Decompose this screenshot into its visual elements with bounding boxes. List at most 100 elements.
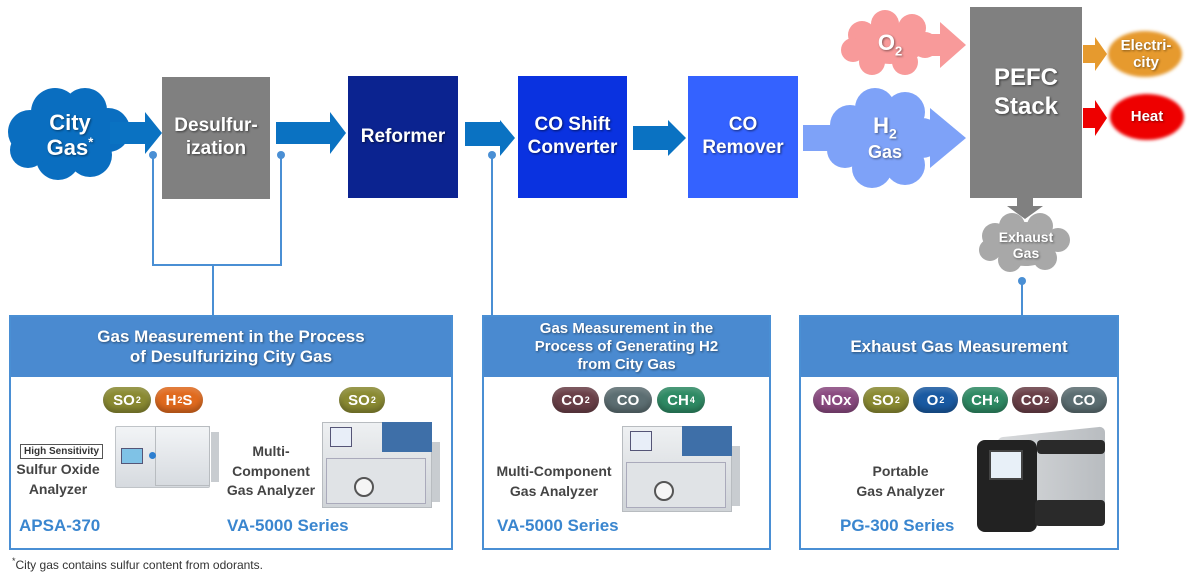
footnote-mark: * [12, 556, 16, 566]
pefc-line2: Stack [993, 92, 1059, 120]
pefc-stack-block: PEFC Stack [970, 7, 1082, 198]
panel-title-line1: Gas Measurement in the [539, 320, 714, 337]
badge-text: NOx [820, 391, 852, 409]
apsa-description: Sulfur Oxide Analyzer [12, 460, 104, 499]
high-sensitivity-tag: High Sensitivity [20, 444, 104, 459]
badge-sub: 2 [1044, 395, 1050, 405]
model-va-5000-series[interactable]: VA-5000 Series [497, 516, 619, 535]
badge-sub: 4 [993, 395, 999, 405]
heat-flow-arrow [1083, 100, 1107, 136]
badge-sub: 2 [135, 395, 141, 405]
panel-title-line3: from City Gas [577, 356, 676, 373]
badge-text: CH [667, 391, 689, 409]
badge-text: CO [1020, 391, 1044, 409]
badge-sub: 2 [370, 395, 376, 405]
badge-text: CO [1072, 391, 1096, 409]
footnote-mark: * [88, 134, 94, 150]
panel-title-line2: Process of Generating H2 [534, 338, 719, 355]
panel-exhaust-header: Exhaust Gas Measurement [801, 317, 1117, 377]
city-gas-line1: City [49, 109, 91, 135]
h2-gas-cloud [827, 88, 942, 188]
va5000-description: Multi- Component Gas Analyzer [226, 442, 316, 501]
desc-line2: Gas Analyzer [856, 482, 945, 499]
badge-sub: 2 [177, 395, 183, 405]
panel-title-line1: Gas Measurement in the Process [97, 326, 365, 346]
tap-point-exhaust [1018, 277, 1026, 285]
h2-gas-text: Gas [867, 141, 903, 162]
o2-subscript: 2 [894, 43, 903, 59]
o2-symbol: O [877, 30, 895, 56]
panel-title: Exhaust Gas Measurement [850, 336, 1068, 356]
model-pg-300-series[interactable]: PG-300 Series [840, 516, 955, 535]
heat-ellipse [1110, 94, 1184, 140]
flow-arrow-3 [465, 120, 515, 156]
panel-h2-generation-header: Gas Measurement in the Process of Genera… [484, 317, 769, 377]
va5000-description: Multi-Component Gas Analyzer [494, 462, 614, 501]
electricity-label: Electri- city [1110, 34, 1182, 74]
h2-gas-label: H2 Gas [840, 108, 930, 168]
city-gas-label: City Gas* [20, 100, 120, 170]
electricity-flow-arrow [1083, 37, 1107, 71]
badge-tail: S [182, 391, 193, 409]
h2-subscript: 2 [889, 125, 897, 142]
badge-co: CO [604, 387, 652, 413]
badge-sub: 2 [584, 395, 590, 405]
reformer-block: Reformer [348, 76, 458, 198]
model-va-5000-series[interactable]: VA-5000 Series [227, 516, 349, 535]
co-shift-converter-block: CO Shift Converter [518, 76, 627, 198]
badge-co: CO [1061, 387, 1107, 413]
desc-line1: Sulfur Oxide [16, 461, 100, 477]
co-remover-line2: Remover [702, 137, 784, 158]
desulfurization-line2: ization [185, 138, 247, 159]
city-gas-line2: Gas* [47, 135, 94, 160]
heat-text: Heat [1130, 108, 1164, 126]
co-shift-line1: CO Shift [534, 114, 611, 136]
desulfurization-tap-lines [152, 155, 282, 315]
badge-text: SO [113, 391, 135, 409]
model-apsa-370[interactable]: APSA-370 [19, 516, 101, 535]
tap-point-desulf-out [277, 151, 285, 159]
flow-arrow-1 [110, 112, 162, 154]
co-remover-line1: CO [728, 114, 758, 136]
h2-symbol: H [873, 113, 890, 139]
exhaust-gas-label: Exhaust Gas [990, 226, 1062, 264]
footnote-text: City gas contains sulfur content from od… [15, 558, 263, 572]
desc-line3: Gas Analyzer [226, 482, 316, 499]
electricity-line2: city [1133, 54, 1159, 71]
badge-text: CO [561, 391, 584, 409]
apsa-370-device-image [115, 418, 220, 488]
tap-point-desulf-in [149, 151, 157, 159]
electricity-line1: Electri- [1120, 36, 1172, 54]
badge-text: CO [616, 391, 640, 409]
desc-line1: Portable [872, 463, 929, 479]
badge-text: CH [971, 391, 993, 409]
co-remover-block: CO Remover [688, 76, 798, 198]
badge-sub: 2 [894, 395, 900, 405]
badge-text: O [926, 391, 939, 409]
badge-text: SO [348, 391, 370, 409]
desc-line2: Analyzer [28, 480, 88, 497]
desc-line2: Gas Analyzer [509, 482, 599, 499]
badge-text: SO [872, 391, 894, 409]
desulfurization-line1: Desulfur- [174, 115, 258, 137]
co-shift-line2: Converter [527, 137, 618, 158]
exhaust-flow-arrow [1007, 198, 1043, 219]
tap-point-co-shift-in [488, 151, 496, 159]
desc-line1: Multi-Component [496, 463, 612, 479]
desc-line2: Component [232, 462, 310, 479]
electricity-ellipse [1108, 31, 1182, 77]
desulfurization-block: Desulfur- ization [162, 77, 270, 199]
flow-arrow-4 [633, 120, 686, 156]
pg300-description: Portable Gas Analyzer [848, 462, 953, 501]
va-5000-device-image [322, 422, 442, 508]
